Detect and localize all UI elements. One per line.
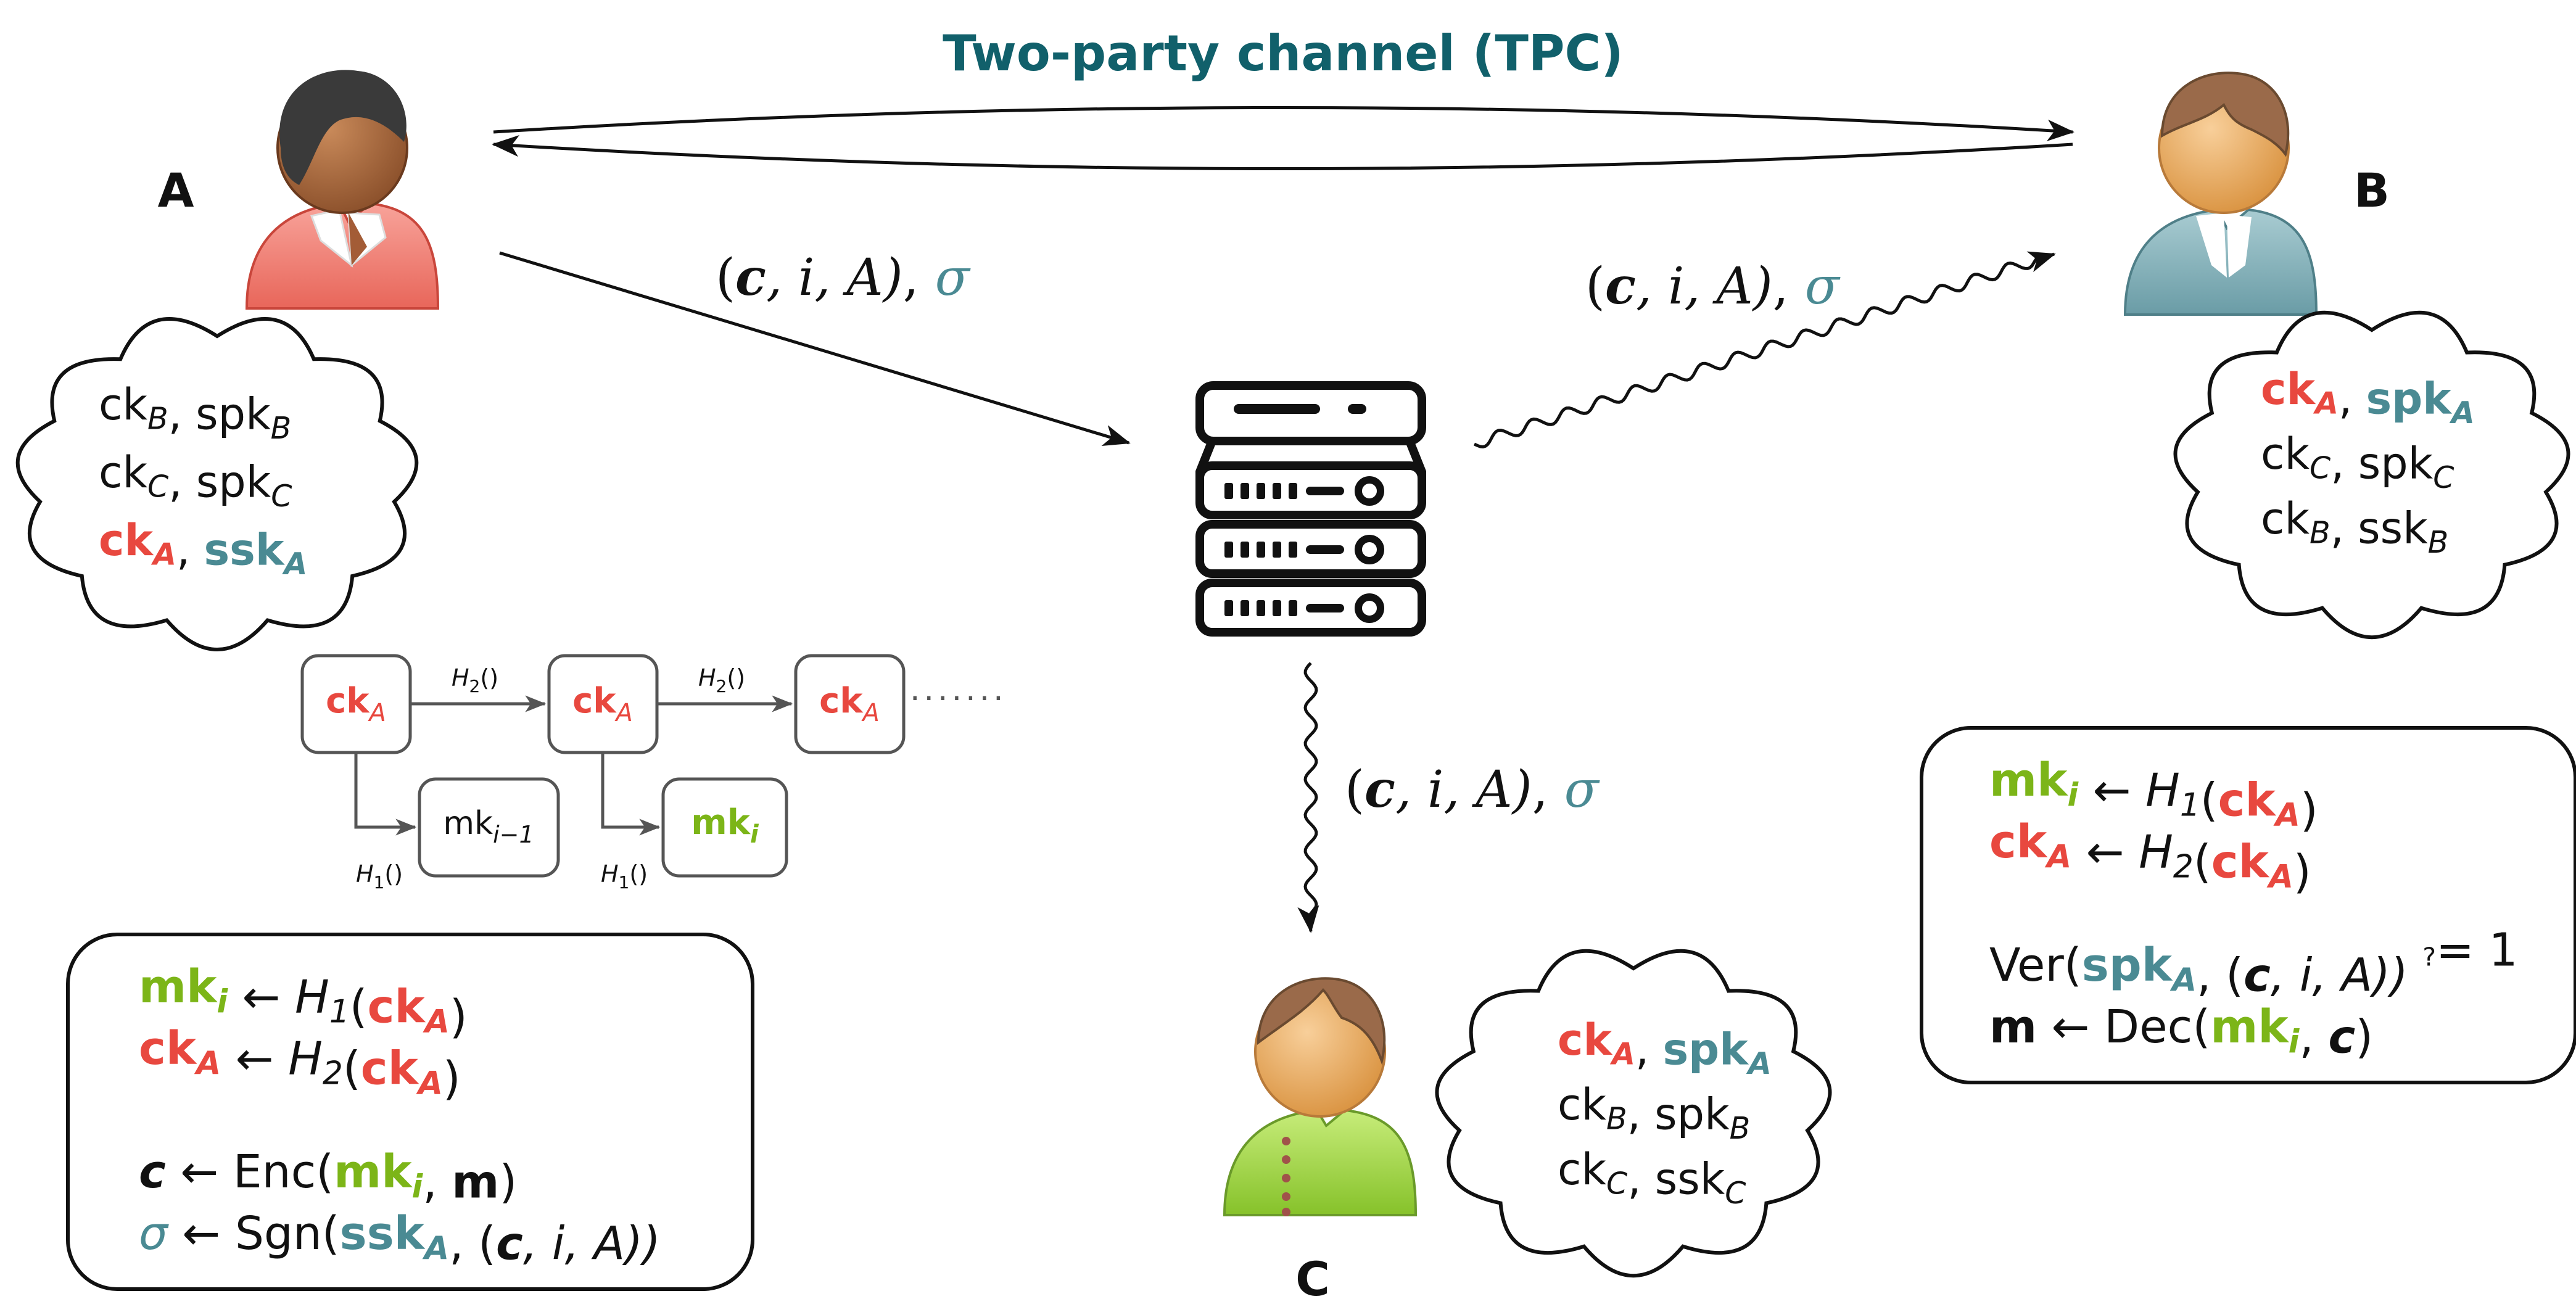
chain-h2-label-1: H2() [452,664,498,696]
key-chain: ckA ckA ckA mki−1 mki H2() H2() H1() H1(… [300,654,1007,893]
person-c-icon [1223,977,1418,1216]
person-a-icon [245,70,440,310]
sender-line-4: c ← Enc(mki, m) [139,1145,517,1208]
chain-h1-label-1: H1() [356,860,403,893]
arrow-a-to-server [499,251,1131,446]
chain-ck-label-2: ckA [572,681,633,727]
chain-h2-label-2: H2() [698,664,745,696]
receiver-line-5: m ← Dec(mki, c) [1989,1000,2373,1063]
receiver-line-2: ckA ← H2(ckA) [1989,815,2311,899]
cloud-c-line-1: ckA, spkA [1558,1015,1772,1081]
chain-arrow-h1-2 [601,753,661,836]
cloud-a-line-1: ckB, spkB [99,379,291,446]
message-label-server-b: (c, i, A), σ [1585,257,1841,316]
cloud-a-line-3: ckA, sskA [99,515,307,582]
message-label-a-server: (c, i, A), σ [716,248,971,307]
wavy-arrow-server-to-b [1473,251,2056,449]
cloud-c-line-3: ckC, sskC [1558,1144,1746,1211]
sender-line-1: mki ← H1(ckA) [139,960,468,1044]
chain-arrow-h1-1 [354,753,417,836]
chain-ck-box-3 [794,654,906,754]
cloud-b-line-3: ckB, sskB [2261,493,2448,560]
cloud-b-line-1: ckA, spkA [2261,364,2475,431]
chain-continuation-dots: ······· [910,680,1007,717]
receiver-line-1: mki ← H1(ckA) [1989,754,2318,837]
wavy-arrow-server-to-c [1297,662,1319,933]
chain-mk-current-box [661,777,788,878]
cloud-b-line-2: ckC, spkC [2261,429,2454,495]
diagram-title: Two-party channel (TPC) [943,25,1624,82]
tpc-arrow-b-to-a [492,134,2073,170]
sender-operations-box: mki ← H1(ckA)ckA ← H2(ckA) c ← Enc(mki, m… [66,933,754,1291]
server-icon [1195,381,1426,637]
party-label-c: C [1295,1252,1330,1299]
receiver-operations-box: mki ← H1(ckA)ckA ← H2(ckA) Ver(spkA, (c, … [1920,726,2576,1084]
party-label-a: A [158,163,194,218]
chain-mk-prev-label: mki−1 [443,805,534,848]
message-label-server-c: (c, i, A), σ [1345,760,1600,819]
cloud-a-line-2: ckC, spkC [99,447,292,514]
cloud-c-line-2: ckB, spkB [1558,1079,1750,1146]
chain-ck-label-3: ckA [819,681,880,727]
party-label-b: B [2354,163,2390,218]
chain-ck-label-1: ckA [326,681,386,727]
chain-mk-prev-box [418,777,560,878]
receiver-line-4: Ver(spkA, (c, i, A)) ?= 1 [1989,924,2518,1002]
sender-line-2: ckA ← H2(ckA) [139,1022,461,1105]
sender-line-5: σ ← Sgn(sskA, (c, i, A)) [139,1207,661,1270]
person-b-icon [2123,72,2318,316]
tpc-arrow-a-to-b [493,106,2074,142]
chain-h1-label-2: H1() [601,860,648,893]
chain-mk-current-label: mki [691,802,759,849]
